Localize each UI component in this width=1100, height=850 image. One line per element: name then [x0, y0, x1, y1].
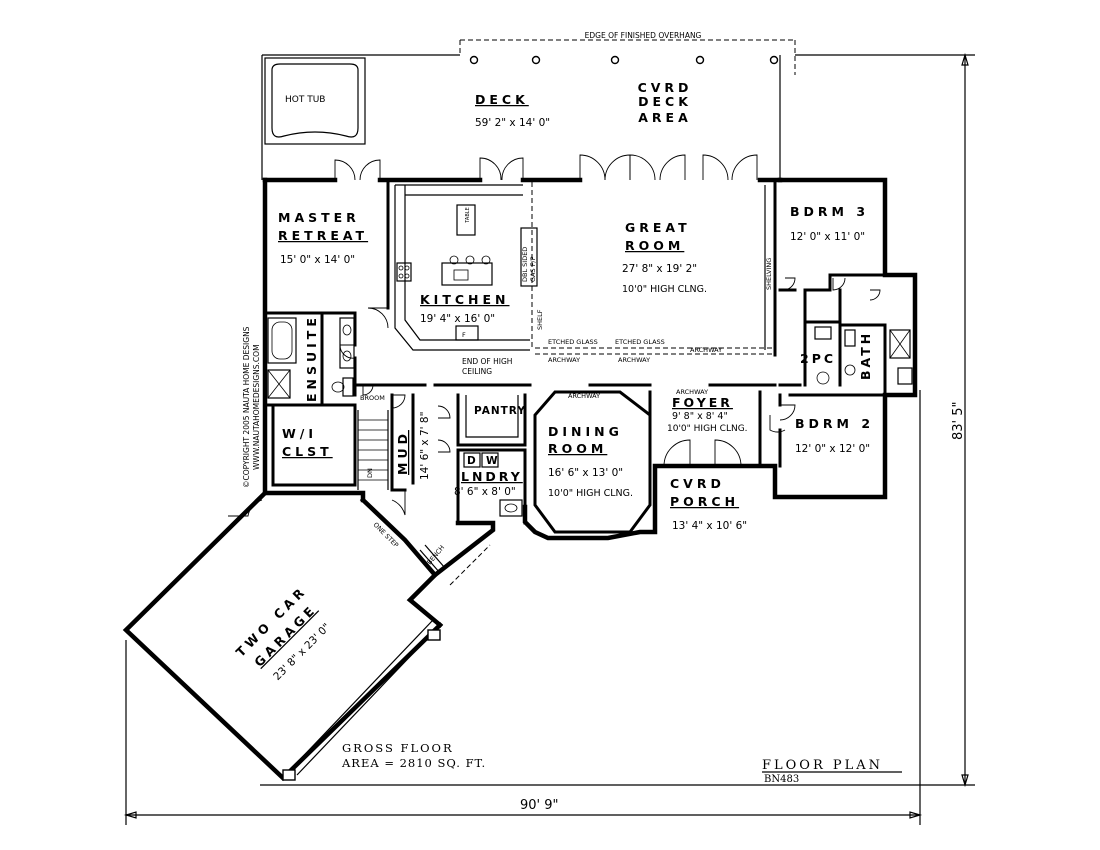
- end-ceiling-line1: END OF HIGH: [462, 357, 512, 366]
- broom-label: BROOM: [360, 394, 385, 402]
- depth-dimension: 83' 5": [951, 402, 966, 441]
- plan-title: FLOOR PLAN: [762, 758, 883, 773]
- great-room-ceiling: 10'0" HIGH CLNG.: [622, 284, 707, 295]
- dining-label-1: DINING: [548, 424, 623, 439]
- bench-label: BENCH: [425, 544, 446, 567]
- bdrm3-dims: 12' 0" x 11' 0": [790, 231, 865, 243]
- great-room-label-2: ROOM: [625, 238, 684, 253]
- etched-glass-right: ETCHED GLASS: [615, 338, 665, 346]
- great-room-dims: 27' 8" x 19' 2": [622, 263, 697, 275]
- cvrd-deck-line3: AREA: [638, 110, 692, 125]
- plan-code: BN483: [764, 774, 799, 785]
- wi-closet-label-1: W/I: [282, 426, 317, 441]
- wi-closet-label-2: CLST: [282, 444, 333, 459]
- bdrm3-label: BDRM 3: [790, 204, 869, 219]
- master-label-1: MASTER: [278, 210, 360, 225]
- shelving-label: SHELVING: [765, 258, 773, 290]
- interior-walls: [263, 180, 887, 534]
- etched-glass-left: ETCHED GLASS: [548, 338, 598, 346]
- kitchen-dims: 19' 4" x 16' 0": [420, 313, 495, 325]
- table-label: TABLE: [465, 207, 471, 223]
- overhang-post-row: [469, 55, 779, 65]
- deck-dims: 59' 2" x 14' 0": [475, 117, 550, 129]
- copyright-line2: WWW.NAUTAHOMEDESIGNS.COM: [252, 344, 261, 470]
- dn-label: DN: [366, 468, 374, 478]
- foyer-label: FOYER: [672, 395, 733, 410]
- cvrd-porch-dims: 13' 4" x 10' 6": [672, 520, 747, 532]
- dining-dims: 16' 6" x 13' 0": [548, 467, 623, 479]
- mud-dims: 14' 6" x 7' 8": [419, 412, 431, 480]
- one-step-label: ONE STEP: [372, 521, 401, 550]
- deck-area: [261, 39, 796, 180]
- copyright-line1: ©COPYRIGHT 2005 NAUTA HOME DESIGNS: [242, 326, 251, 488]
- pantry-label: PANTRY: [474, 405, 526, 417]
- ensuite-label: ENSUITE: [304, 314, 319, 402]
- fixtures: [267, 204, 913, 517]
- fireplace-line1: DBL SIDED: [521, 247, 529, 282]
- dryer-label: D: [467, 455, 476, 467]
- fridge-label: F: [462, 331, 466, 339]
- powder-room-label: 2PC: [800, 351, 836, 366]
- fireplace-line2: GAS F/P: [529, 256, 537, 282]
- bdrm2-dims: 12' 0" x 12' 0": [795, 443, 870, 455]
- hot-tub: [264, 57, 366, 145]
- cvrd-porch-label-2: PORCH: [670, 494, 739, 509]
- archway-label-5: ARCHWAY: [676, 388, 708, 396]
- mud-label: MUD: [395, 430, 410, 475]
- exterior-walls: [262, 177, 918, 579]
- deck-label: DECK: [475, 92, 529, 107]
- washer-label: W: [486, 455, 498, 467]
- gross-floor-line2: AREA = 2810 SQ. FT.: [341, 756, 486, 770]
- bdrm2-label: BDRM 2: [795, 416, 874, 431]
- great-room-label-1: GREAT: [625, 220, 691, 235]
- garage: [122, 489, 491, 782]
- master-dims: 15' 0" x 14' 0": [280, 254, 355, 266]
- foyer-dims: 9' 8" x 8' 4": [672, 411, 728, 422]
- garage-labels: TWO CAR GARAGE 23' 8" x 23' 0": [233, 583, 333, 683]
- archway-label-1: ARCHWAY: [690, 346, 722, 354]
- cvrd-deck-line1: CVRD: [638, 80, 693, 95]
- interior-door-swings: [228, 277, 881, 517]
- archway-label-3: ARCHWAY: [618, 356, 650, 364]
- cvrd-deck-line2: DECK: [638, 94, 692, 109]
- dining-label-2: ROOM: [548, 441, 607, 456]
- master-label-2: RETREAT: [278, 228, 368, 243]
- kitchen-label: KITCHEN: [420, 292, 510, 307]
- bath-label: BATH: [858, 331, 873, 380]
- overhang-label: EDGE OF FINISHED OVERHANG: [585, 31, 702, 40]
- dimension-lines: [123, 52, 975, 825]
- end-ceiling-line2: CEILING: [462, 367, 492, 376]
- deck-doors: [334, 154, 758, 181]
- shelf-label: SHELF: [536, 309, 544, 330]
- foyer-ceiling: 10'0" HIGH CLNG.: [667, 424, 748, 434]
- cvrd-porch-label-1: CVRD: [670, 476, 725, 491]
- laundry-dims: 8' 6" x 8' 0": [454, 486, 516, 498]
- archway-label-4: ARCHWAY: [568, 392, 600, 400]
- width-dimension: 90' 9": [520, 798, 559, 813]
- laundry-label: LNDRY: [461, 469, 523, 484]
- dining-ceiling: 10'0" HIGH CLNG.: [548, 488, 633, 499]
- gross-floor-line1: GROSS FLOOR: [342, 741, 454, 755]
- archway-label-2: ARCHWAY: [548, 356, 580, 364]
- hot-tub-label: HOT TUB: [285, 95, 325, 105]
